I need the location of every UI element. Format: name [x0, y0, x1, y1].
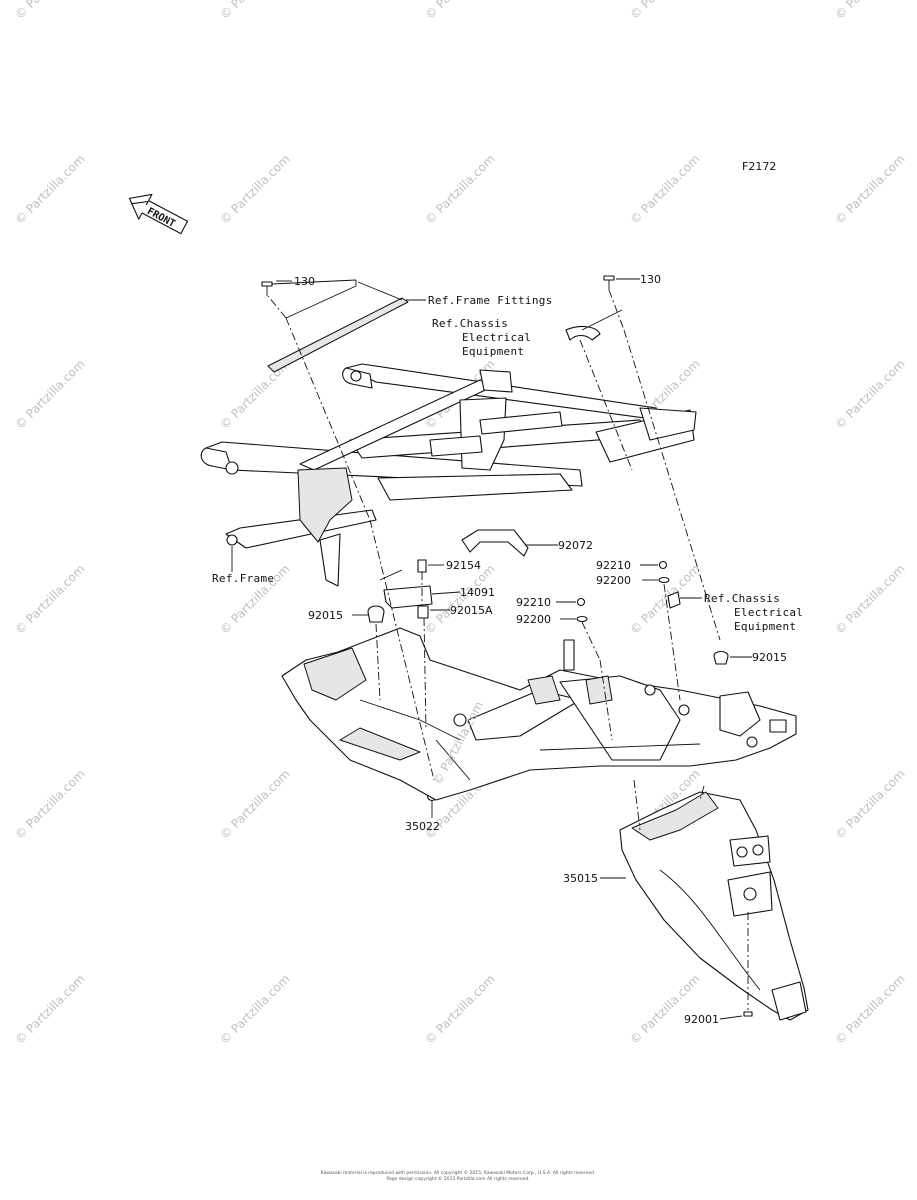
- copyright-line1: Kawasaki material is reproduced with per…: [321, 1169, 596, 1176]
- watermark-text: © Partzilla.com: [217, 0, 292, 22]
- ref-frame: Ref.Frame: [212, 572, 274, 585]
- callout-92154: 92154: [446, 559, 481, 572]
- watermark-text: © Partzilla.com: [12, 972, 87, 1047]
- callout-92015-right: 92015: [752, 651, 787, 664]
- watermark-text: © Partzilla.com: [832, 972, 907, 1047]
- watermark-text: © Partzilla.com: [422, 562, 497, 637]
- leader-lines: [267, 278, 752, 1020]
- callout-130-left: 130: [294, 275, 315, 288]
- callout-92200-a: 92200: [596, 574, 631, 587]
- watermark-text: © Partzilla.com: [12, 0, 87, 22]
- ref-chassis-top-line3: Equipment: [462, 345, 524, 358]
- ref-chassis-top-line2: Electrical: [462, 331, 531, 344]
- watermark-text: © Partzilla.com: [832, 562, 907, 637]
- watermark-text: © Partzilla.com: [217, 152, 292, 227]
- watermark-text: © Partzilla.com: [627, 562, 702, 637]
- ref-chassis-right-line1: Ref.Chassis: [704, 592, 780, 605]
- ref-chassis-right-line3: Equipment: [734, 620, 796, 633]
- callout-35015: 35015: [563, 872, 598, 885]
- callout-92001: 92001: [684, 1013, 719, 1026]
- watermark-text: © Partzilla.com: [12, 152, 87, 227]
- watermark-text: © Partzilla.com: [627, 0, 702, 22]
- callout-92072: 92072: [558, 539, 593, 552]
- watermark-text: © Partzilla.com: [832, 152, 907, 227]
- watermark-text: © Partzilla.com: [217, 767, 292, 842]
- ref-chassis-right-line2: Electrical: [734, 606, 803, 619]
- under-tray-35022: [281, 627, 797, 801]
- watermark-text: © Partzilla.com: [217, 972, 292, 1047]
- copyright-line2: Page design copyright © 2015 Partzilla.c…: [386, 1175, 529, 1182]
- rear-fender-35015: [619, 791, 809, 1021]
- callout-14091: 14091: [460, 586, 495, 599]
- callout-92210-a: 92210: [596, 559, 631, 572]
- callout-92200-b: 92200: [516, 613, 551, 626]
- watermark-text: © Partzilla.com: [627, 152, 702, 227]
- watermark-text: © Partzilla.com: [422, 972, 497, 1047]
- callout-130-right: 130: [640, 273, 661, 286]
- watermark-text: © Partzilla.com: [627, 972, 702, 1047]
- ref-chassis-top-line1: Ref.Chassis: [432, 317, 508, 330]
- watermark-text: © Partzilla.com: [422, 152, 497, 227]
- rear-frame-assembly: [200, 297, 697, 587]
- front-arrow-icon: FRONT: [128, 193, 189, 235]
- callout-35022: 35022: [405, 820, 440, 833]
- ref-frame-fittings: Ref.Frame Fittings: [428, 294, 553, 307]
- callout-92015-left: 92015: [308, 609, 343, 622]
- diagram-code: F2172: [742, 160, 776, 173]
- watermark-text: © Partzilla.com: [832, 0, 907, 22]
- callout-92210-b: 92210: [516, 596, 551, 609]
- watermark-text: © Partzilla.com: [12, 357, 87, 432]
- callout-92015a: 92015A: [450, 604, 493, 617]
- watermark-text: © Partzilla.com: [422, 0, 497, 22]
- bracket-92072: [461, 529, 529, 557]
- watermark-text: © Partzilla.com: [832, 767, 907, 842]
- watermark-text: © Partzilla.com: [832, 357, 907, 432]
- watermark-text: © Partzilla.com: [12, 767, 87, 842]
- watermark-text: © Partzilla.com: [12, 562, 87, 637]
